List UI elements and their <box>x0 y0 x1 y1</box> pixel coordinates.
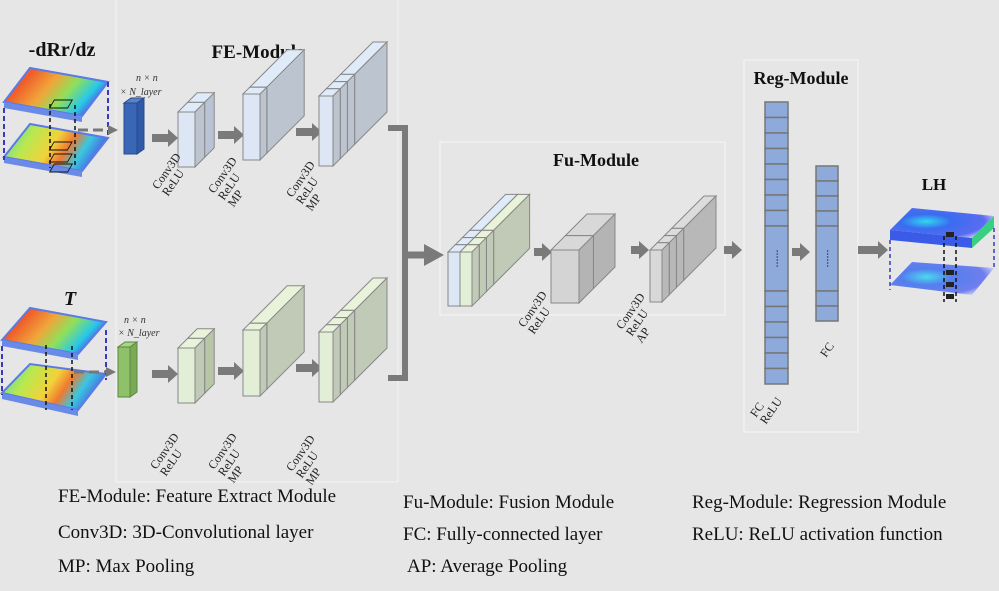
legend-fe-module: FE-Module: Feature Extract Module <box>58 486 337 507</box>
input-t-heatmap: T <box>0 288 108 416</box>
input-bottom-shape-line1: n × n <box>124 315 146 326</box>
reg-to-output-arrow <box>858 241 888 259</box>
reg-arrow <box>792 243 810 261</box>
fe-bottom-arrow-2 <box>218 362 244 380</box>
output-lh-volume <box>889 208 995 302</box>
legend-relu: ReLU: ReLU activation function <box>692 524 943 545</box>
reg-module-title: Reg-Module <box>754 68 849 88</box>
merge-bracket <box>388 125 408 381</box>
fe-bottom-layer-2 <box>241 284 306 398</box>
fe-bottom-layer-2-label: Conv3DReLUMP <box>205 430 260 485</box>
output-lh-label: LH <box>922 175 947 194</box>
reg-layer-2-label: FC <box>817 340 837 360</box>
input-t-label: T <box>64 288 77 310</box>
fe-top-layer-2 <box>241 48 306 162</box>
fu-to-reg-arrow <box>724 241 742 259</box>
reg-layer-1-label: FCReLU <box>747 387 785 426</box>
input-top-shape-line1: n × n <box>136 73 158 84</box>
fu-concat-layer-green <box>458 193 531 308</box>
fc-ellipsis: ...... <box>774 250 788 268</box>
input-top-shape-line2: × N_layer <box>120 87 162 98</box>
fe-bottom-layer-1 <box>176 327 216 405</box>
input-bottom-tensor <box>116 341 139 398</box>
fe-top-arrow-1 <box>152 129 178 147</box>
fu-arrow-2 <box>631 241 649 259</box>
fu-module-panel <box>439 141 726 316</box>
reg-fc-relu-layer: ...... <box>764 101 789 385</box>
fe-bottom-layer-1-label: Conv3DReLU <box>147 430 192 479</box>
fe-bottom-layer-3 <box>317 276 389 404</box>
fu-layer-2 <box>648 194 718 304</box>
input-drr-dz-label: -dRr/dz <box>29 39 96 61</box>
legend-reg-module: Reg-Module: Regression Module <box>692 492 947 513</box>
legend-mp: MP: Max Pooling <box>58 556 195 577</box>
fe-bottom-arrow-1 <box>152 365 178 383</box>
fu-module-title: Fu-Module <box>553 150 639 170</box>
fe-bottom-arrow-3 <box>296 359 322 377</box>
fe-bottom-layer-3-label: Conv3DReLUMP <box>283 432 338 487</box>
input-drr-dz-heatmap: -dRr/dz <box>2 39 110 177</box>
arrow-head-top-input <box>108 125 118 135</box>
merge-arrow-head <box>424 244 444 266</box>
input-bottom-shape-line2: × N_layer <box>118 328 160 339</box>
fu-layer-1 <box>549 212 617 305</box>
legend-conv3d: Conv3D: 3D-Convolutional layer <box>58 522 314 543</box>
reg-fc-layer: ...... <box>815 165 839 322</box>
legend-fu-module: Fu-Module: Fusion Module <box>403 492 615 513</box>
fe-top-layer-2-label: Conv3DReLUMP <box>205 154 260 209</box>
fe-top-layer-1 <box>176 91 216 169</box>
input-top-tensor <box>122 97 146 155</box>
legend-fc: FC: Fully-connected layer <box>403 524 603 545</box>
fe-top-layer-3 <box>317 40 389 168</box>
fu-arrow-1 <box>534 243 552 261</box>
fe-top-arrow-3 <box>296 123 322 141</box>
arrow-head-bottom-input <box>106 367 116 377</box>
fc-ellipsis: ...... <box>824 250 838 268</box>
fe-top-arrow-2 <box>218 126 244 144</box>
legend-ap: AP: Average Pooling <box>407 556 568 577</box>
